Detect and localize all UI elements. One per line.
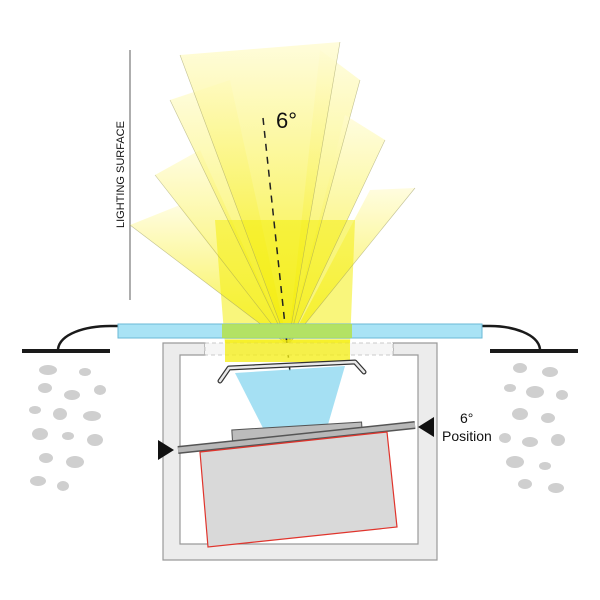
light-ray-core [215,220,355,345]
light-spill [225,340,350,362]
ground-left [22,324,120,353]
fixture-body [199,431,398,548]
ground-right [480,324,578,353]
arrow-right-marker [418,417,434,437]
gravel-left [29,365,106,491]
position-word-label: Position [442,428,492,444]
gravel-right [499,363,568,493]
blue-light-beam [235,366,345,432]
tilt-angle-label: 6° [276,108,297,133]
light-rays [129,41,416,346]
lighting-surface-label: LIGHTING SURFACE [115,121,127,228]
glass-lit-zone [222,324,352,338]
arrow-left-marker [158,440,174,460]
position-angle-label: 6° [460,410,473,426]
reflector-inner [218,360,366,383]
